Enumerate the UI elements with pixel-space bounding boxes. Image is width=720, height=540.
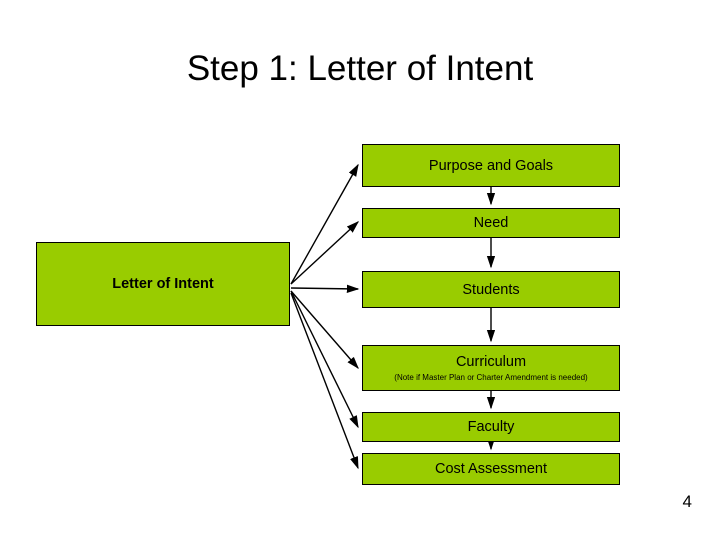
node-label: Need bbox=[473, 215, 509, 231]
node-label: Purpose and Goals bbox=[428, 157, 554, 174]
node-need: Need bbox=[362, 208, 620, 238]
node-label: Curriculum bbox=[455, 354, 527, 370]
node-letter-of-intent: Letter of Intent bbox=[36, 242, 290, 326]
node-label: Faculty bbox=[467, 419, 515, 435]
node-label: Letter of Intent bbox=[112, 276, 214, 292]
page-number: 4 bbox=[682, 492, 692, 511]
page-title: Step 1: Letter of Intent bbox=[186, 49, 534, 88]
node-curriculum: Curriculum (Note if Master Plan or Chart… bbox=[362, 345, 620, 391]
node-purpose-and-goals: Purpose and Goals bbox=[362, 144, 620, 187]
node-students: Students bbox=[362, 271, 620, 308]
node-sublabel: (Note if Master Plan or Charter Amendmen… bbox=[394, 373, 588, 382]
node-label: Cost Assessment bbox=[434, 461, 547, 477]
node-faculty: Faculty bbox=[362, 412, 620, 442]
node-label: Students bbox=[462, 281, 520, 298]
node-cost-assessment: Cost Assessment bbox=[362, 453, 620, 485]
